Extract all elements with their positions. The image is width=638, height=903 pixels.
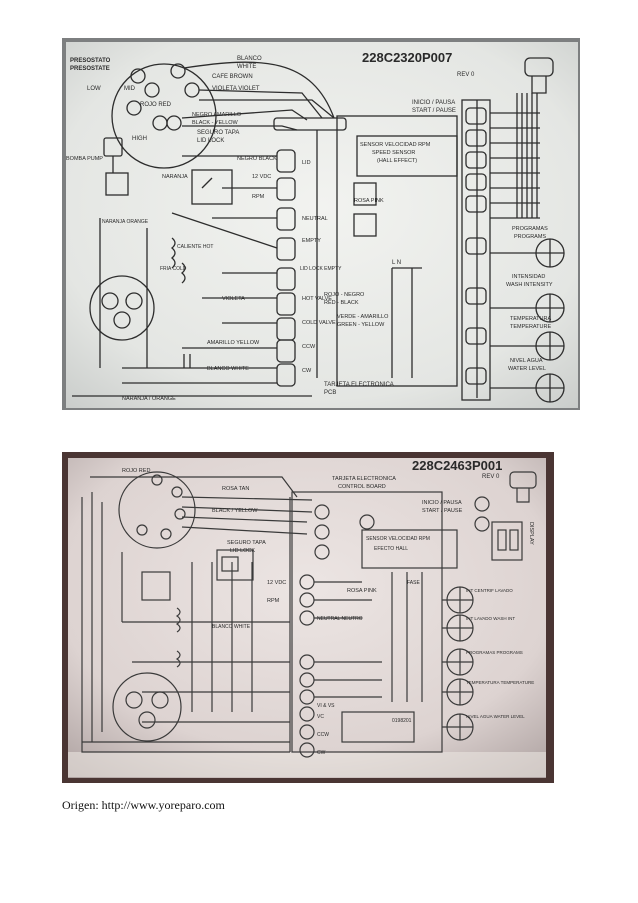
amarillo-yellow-label: AMARILLO YELLOW	[207, 340, 260, 346]
cw-label: CW	[302, 368, 312, 374]
sensor-velocidad-label: SENSOR VELOCIDAD RPM	[360, 142, 431, 148]
l-n-label: L N	[392, 260, 401, 266]
violeta-label: VIOLETA	[222, 296, 245, 302]
wash-intensity-label: WASH INTENSITY	[506, 282, 553, 288]
black-yellow-label: BLACK - YELLOW	[192, 120, 239, 126]
control-board-label: CONTROL BOARD	[338, 484, 386, 490]
naranja-orange-label: NARANJA ORANGE	[102, 219, 149, 225]
blanco-white-label-2: BLANCO WHITE	[212, 624, 251, 630]
inicio-pausa-label-2: INICIO / PAUSA	[422, 500, 462, 506]
naranja-orange-bottom-label: NARANJA / ORANGE	[122, 396, 176, 402]
12vdc-label: 12 VDC	[252, 174, 271, 180]
sensor-velocidad-label-2: SENSOR VELOCIDAD RPM	[366, 536, 430, 542]
start-pause-label: START / PAUSE	[412, 108, 456, 114]
programas-label: PROGRAMAS	[512, 226, 548, 232]
pressure-switch-label: PRESOSTATE	[70, 66, 110, 72]
speed-sensor-label: SPEED SENSOR	[372, 150, 415, 156]
rosa-pink-label: ROSA PINK	[354, 198, 384, 204]
rojo-red-label-2: ROJO RED	[122, 468, 150, 474]
rosa-pink-label-2: ROSA PINK	[347, 588, 377, 594]
fria-cold-label: FRIA COLD	[160, 266, 187, 272]
lid-label: LID	[302, 160, 311, 166]
int-lavado-label: INT LAVADO WASH INT	[466, 616, 515, 621]
rev-label-1: REV 0	[457, 72, 475, 78]
cold-valve-label: COLD VALVE	[302, 320, 336, 326]
display-label: DISPLAY	[528, 522, 534, 545]
fase-label: FASE	[407, 580, 420, 586]
12vdc-label-2: 12 VDC	[267, 580, 286, 586]
programs-label: PROGRAMS	[514, 234, 546, 240]
tarjeta-electronica-label-2: TARJETA ELECTRONICA	[332, 476, 396, 482]
rojo-red-label: ROJO RED	[140, 102, 172, 108]
presostato-label: PRESOSTATO	[70, 58, 111, 64]
vc-label: VC	[317, 714, 324, 720]
temperatura-label-2: TEMPERATURA TEMPERATURE	[466, 680, 534, 685]
tarjeta-label: TARJETA ELECTRONICA	[324, 382, 394, 388]
rosa-tan-label: ROSA TAN	[222, 486, 249, 492]
inicio-pausa-label: INICIO / PAUSA	[412, 100, 455, 106]
pcb-label: PCB	[324, 390, 336, 396]
verde-amarillo-label: VERDE - AMARILLO	[337, 314, 389, 320]
mid-label: MID	[124, 86, 136, 92]
hot-valve-label: HOT VALVE	[302, 296, 332, 302]
blanco-white-label: BLANCO WHITE	[207, 366, 249, 372]
cw-label-2: CW	[317, 750, 326, 756]
high-label: HIGH	[132, 136, 147, 142]
temperature-label: TEMPERATURE	[510, 324, 551, 330]
cafe-brown-label: CAFE BROWN	[212, 74, 253, 80]
wiring-diagram-photo-2: 228C2463P001 REV 0 ROJO RED TARJETA ELEC…	[62, 452, 554, 783]
blanco-label: BLANCO	[237, 56, 262, 62]
red-black-label: RED - BLACK	[324, 300, 359, 306]
wiring-diagram-2-svg: 228C2463P001 REV 0 ROJO RED TARJETA ELEC…	[62, 452, 554, 783]
vi-vs-label: VI & VS	[317, 703, 335, 709]
violeta-violet-label: VIOLETA VIOLET	[212, 86, 260, 92]
bomba-pump-label: BOMBA PUMP	[66, 156, 103, 162]
intensidad-label: INTENSIDAD	[512, 274, 545, 280]
neutral-label-2: NEUTRAL NEUTRO	[317, 616, 363, 622]
part-number-label: 0198201	[392, 718, 412, 724]
ccw-label: CCW	[302, 344, 316, 350]
nivel-agua-label: NIVEL AGUA	[510, 358, 543, 364]
motor-outline	[89, 275, 155, 341]
rpm-label-2: RPM	[267, 598, 280, 604]
neutral-label: NEUTRAL	[302, 216, 328, 222]
wiring-diagram-photo-1: PRESOSTATO PRESOSTATE LOW MID HIGH BLANC…	[62, 38, 580, 410]
black-yellow-label-2: BLACK / YELLOW	[212, 508, 258, 514]
lid-lock-empty-label: LID LOCK EMPTY	[300, 266, 342, 272]
white-label: WHITE	[237, 64, 256, 70]
empty-label: EMPTY	[302, 238, 321, 244]
efecto-hall-label: EFECTO HALL	[374, 546, 408, 552]
hall-effect-label: (HALL EFFECT)	[377, 158, 417, 164]
programas-label-2: PROGRAMAS PROGRAMS	[466, 650, 523, 655]
low-label: LOW	[87, 86, 101, 92]
wiring-diagram-1-svg: PRESOSTATO PRESOSTATE LOW MID HIGH BLANC…	[62, 38, 580, 410]
model-number-2: 228C2463P001	[412, 458, 502, 473]
negro-black-label: NEGRO BLACK	[237, 156, 277, 162]
seguro-tapa-label-2: SEGURO TAPA	[227, 540, 266, 546]
source-caption: Origen: http://www.yoreparo.com	[62, 798, 225, 812]
start-pause-label-2: START / PAUSE	[422, 508, 463, 514]
water-level-label: WATER LEVEL	[508, 366, 546, 372]
int-centrif-label: INT CENTRIF LAVADO	[466, 588, 513, 593]
rpm-label: RPM	[252, 194, 265, 200]
lid-lock-label: LID LOCK	[197, 138, 224, 144]
nivel-agua-label-2: NIVEL AGUA WATER LEVEL	[466, 714, 525, 719]
negro-amarillo-label: NEGRO AMARILLO	[192, 112, 242, 118]
naranja-label: NARANJA	[162, 174, 188, 180]
lid-lock-label-2: LID LOCK	[230, 548, 255, 554]
ccw-label-2: CCW	[317, 732, 329, 738]
rev-label-2: REV 0	[482, 474, 500, 480]
seguro-tapa-label: SEGURO TAPA	[197, 130, 239, 136]
rojo-negro-label: ROJO - NEGRO	[324, 292, 365, 298]
green-yellow-label: GREEN - YELLOW	[337, 322, 385, 328]
caliente-hot-label: CALIENTE HOT	[177, 244, 213, 250]
temperatura-label: TEMPERATURA	[510, 316, 551, 322]
model-number-1: 228C2320P007	[362, 50, 452, 65]
